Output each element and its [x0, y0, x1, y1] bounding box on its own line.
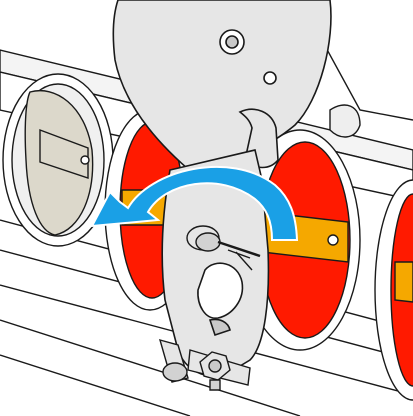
rotate-counterclockwise-arrow-icon	[90, 165, 299, 241]
nut-icon	[199, 351, 231, 381]
clear-lamp	[2, 73, 114, 247]
pivot-pin	[186, 225, 261, 271]
swing-bracket	[161, 149, 270, 377]
bolt-icon	[209, 379, 221, 391]
red-amber-lamp-far-right	[374, 179, 413, 401]
